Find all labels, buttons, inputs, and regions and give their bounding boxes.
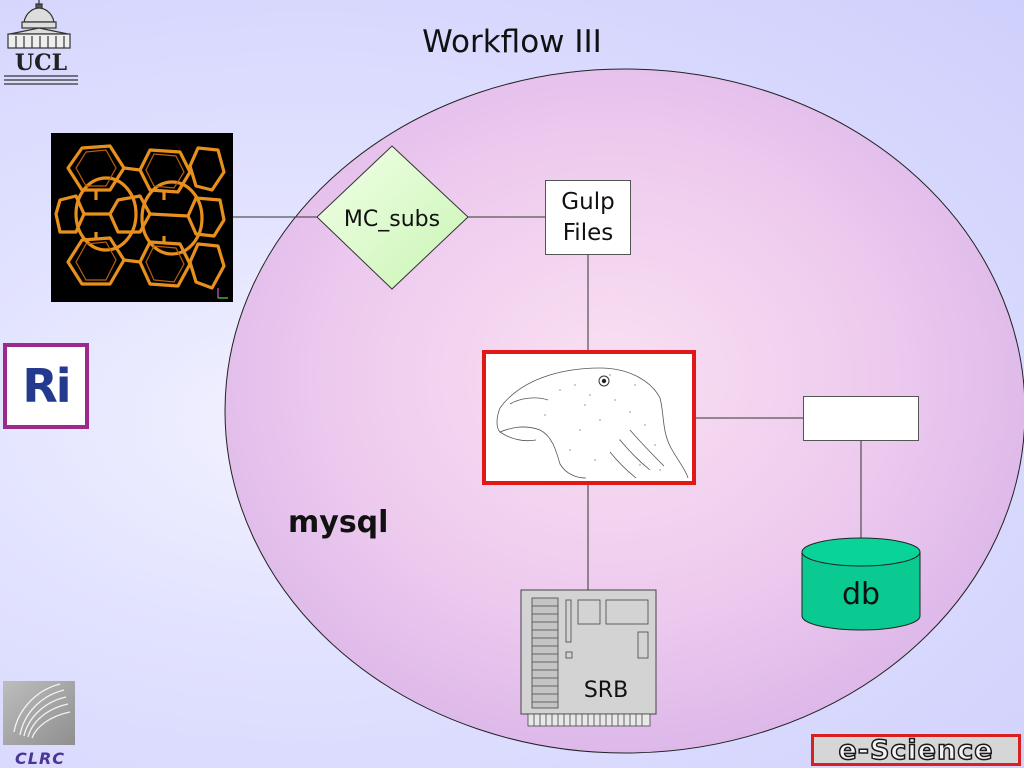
srb-label: SRB (584, 678, 628, 703)
gulp-files-label-line2: Files (562, 219, 614, 246)
ucl-logo-text: UCL (14, 50, 68, 76)
connector-lines (233, 216, 862, 590)
zeolite-framework-image (51, 133, 233, 302)
escience-logo: e-Science (811, 734, 1021, 766)
slide-title: Workflow III (422, 24, 602, 60)
clrc-logo-text: CLRC (15, 749, 65, 768)
mc-subs-diamond (316, 145, 469, 290)
database-cylinder (801, 537, 921, 631)
gulp-files-box: Gulp Files (545, 180, 631, 255)
ri-logo: Ri (3, 343, 89, 429)
ri-logo-text: Ri (22, 359, 71, 413)
escience-logo-text: e-Science (838, 734, 994, 767)
vulture-sketch-image (482, 350, 696, 485)
unlabeled-process-box (803, 396, 919, 441)
mysql-region-label: mysql (288, 505, 389, 540)
server-board-icon (520, 589, 657, 727)
gulp-files-label-line1: Gulp (561, 188, 615, 215)
mc-subs-label: MC_subs (344, 207, 440, 232)
database-label: db (842, 577, 880, 612)
clrc-logo-graphic (3, 681, 75, 745)
ucl-logo (4, 0, 78, 85)
